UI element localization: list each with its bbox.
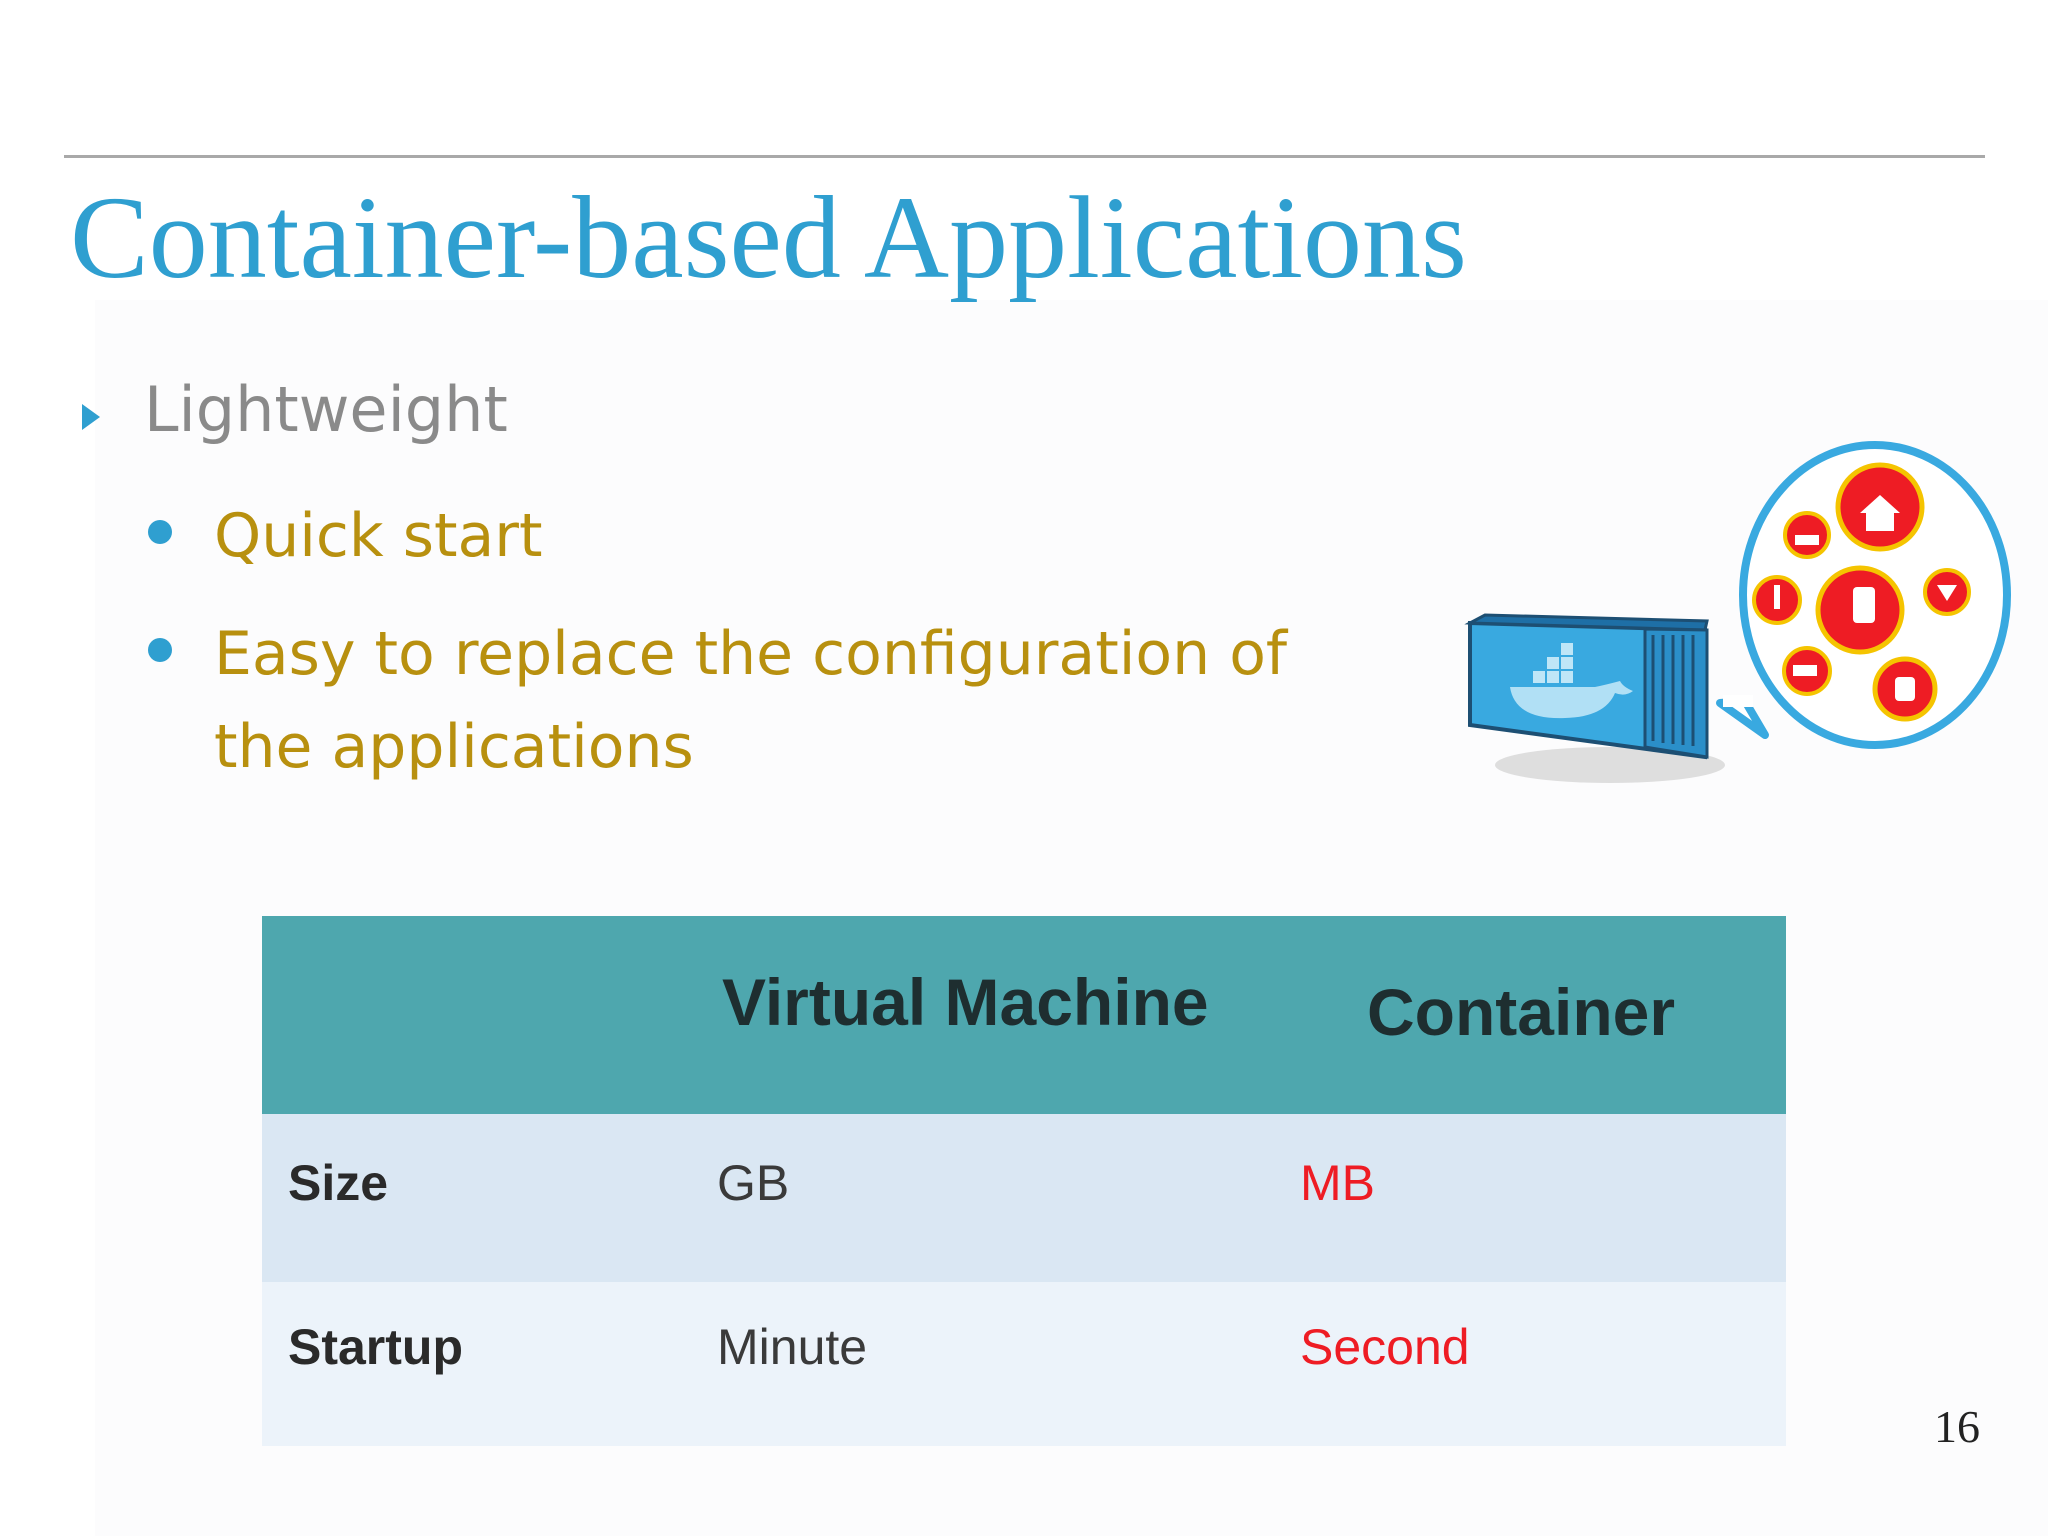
cell-container-startup: Second — [1300, 1319, 1470, 1375]
title-rule — [64, 155, 1985, 158]
docker-iot-illustration — [1464, 441, 2011, 783]
bullet-lightweight: Lightweight — [82, 370, 508, 450]
comparison-table: Virtual Machine Container Size GB MB Sta… — [262, 916, 1786, 1446]
bullet-easy-replace: Easy to replace the configuration of the… — [148, 608, 1348, 794]
dot-bullet-icon — [148, 520, 172, 544]
table-row: Startup Minute Second — [262, 1282, 1786, 1446]
factory-icon — [1783, 511, 1831, 559]
page-number: 16 — [1934, 1401, 1980, 1452]
header-virtual-machine: Virtual Machine — [722, 965, 1209, 1039]
cell-container-size: MB — [1300, 1155, 1375, 1211]
slide-title: Container-based Applications — [70, 172, 1467, 303]
row-label-startup: Startup — [288, 1319, 463, 1375]
bullet-quick-start-text: Quick start — [214, 501, 543, 571]
cell-vm-startup: Minute — [717, 1319, 868, 1375]
header-container: Container — [1367, 975, 1676, 1049]
bullet-easy-replace-text: Easy to replace the configuration of the… — [214, 619, 1288, 782]
home-wifi-icon — [1835, 462, 1925, 552]
phone-in-hand-icon — [1815, 565, 1905, 655]
table-row: Size GB MB — [262, 1114, 1786, 1282]
triangle-bullet-icon — [82, 404, 100, 430]
bullet-quick-start: Quick start — [148, 490, 542, 583]
truck-icon — [1782, 646, 1832, 696]
row-label-size: Size — [288, 1155, 389, 1211]
cell-vm-size: GB — [717, 1155, 790, 1211]
dot-bullet-icon — [148, 638, 172, 662]
thermometer-icon — [1752, 575, 1802, 625]
table-header-row: Virtual Machine Container — [262, 916, 1786, 1114]
docker-container-icon — [1464, 613, 1709, 760]
bullet-lightweight-text: Lightweight — [144, 373, 508, 446]
medical-icon — [1923, 568, 1971, 616]
smartwatch-icon — [1872, 656, 1938, 722]
